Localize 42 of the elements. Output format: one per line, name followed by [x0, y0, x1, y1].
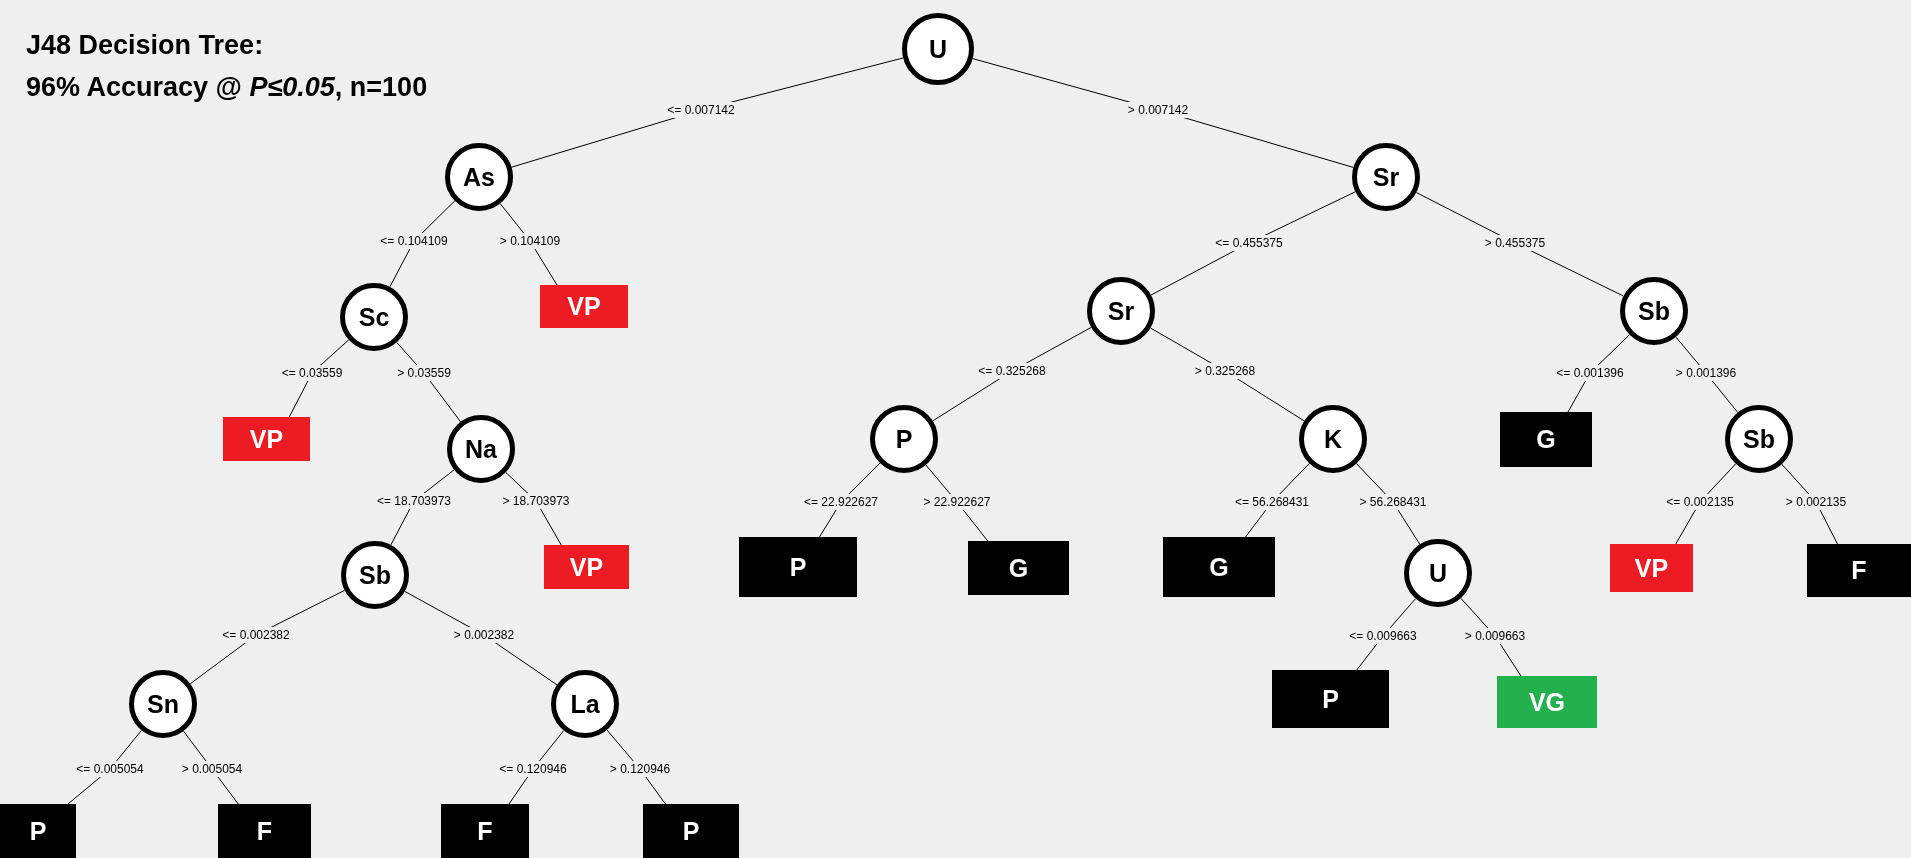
edge-label: <= 0.002135 — [1663, 494, 1737, 510]
class-leaf: VP — [540, 285, 628, 328]
class-leaf: P — [643, 804, 739, 858]
edge-label: > 0.03559 — [394, 365, 454, 381]
class-leaf: G — [1163, 537, 1275, 597]
attribute-node: U — [1404, 539, 1472, 607]
attribute-node: Sr — [1087, 277, 1155, 345]
attribute-node: U — [902, 13, 974, 85]
edge-label: <= 0.104109 — [377, 233, 451, 249]
attribute-node: Sb — [341, 541, 409, 609]
class-leaf: VP — [1610, 544, 1693, 592]
attribute-node: K — [1299, 405, 1367, 473]
class-leaf: F — [218, 804, 311, 858]
attribute-node: Sn — [129, 670, 197, 738]
attribute-node: Sb — [1725, 405, 1793, 473]
class-leaf: P — [739, 537, 857, 597]
edge-label: <= 0.009663 — [1346, 628, 1420, 644]
attribute-node: As — [445, 143, 513, 211]
edge-label: <= 0.120946 — [496, 761, 570, 777]
accuracy-note: 96% Accuracy @ P≤0.05, n=100 — [26, 72, 428, 103]
attribute-node: La — [551, 670, 619, 738]
attribute-node: Sr — [1352, 143, 1420, 211]
edge-label: <= 0.455375 — [1212, 235, 1286, 251]
class-leaf: P — [0, 804, 76, 858]
attribute-node: P — [870, 405, 938, 473]
class-leaf: G — [968, 541, 1069, 595]
attribute-node: Sb — [1620, 277, 1688, 345]
class-leaf: VP — [223, 417, 310, 461]
class-leaf: VG — [1497, 676, 1597, 728]
class-leaf: G — [1500, 412, 1592, 467]
attribute-node: Na — [447, 415, 515, 483]
edge-label: <= 0.001396 — [1553, 365, 1627, 381]
attribute-node: Sc — [340, 283, 408, 351]
class-leaf: F — [1807, 544, 1911, 597]
edge-label: <= 0.005054 — [73, 761, 147, 777]
edge-label: <= 0.325268 — [975, 363, 1049, 379]
class-leaf: VP — [544, 545, 629, 589]
edge-label: <= 0.007142 — [664, 102, 738, 118]
edge-label: <= 0.002382 — [219, 627, 293, 643]
class-leaf: P — [1272, 670, 1389, 728]
title: J48 Decision Tree: — [26, 30, 264, 61]
class-leaf: F — [441, 804, 529, 858]
